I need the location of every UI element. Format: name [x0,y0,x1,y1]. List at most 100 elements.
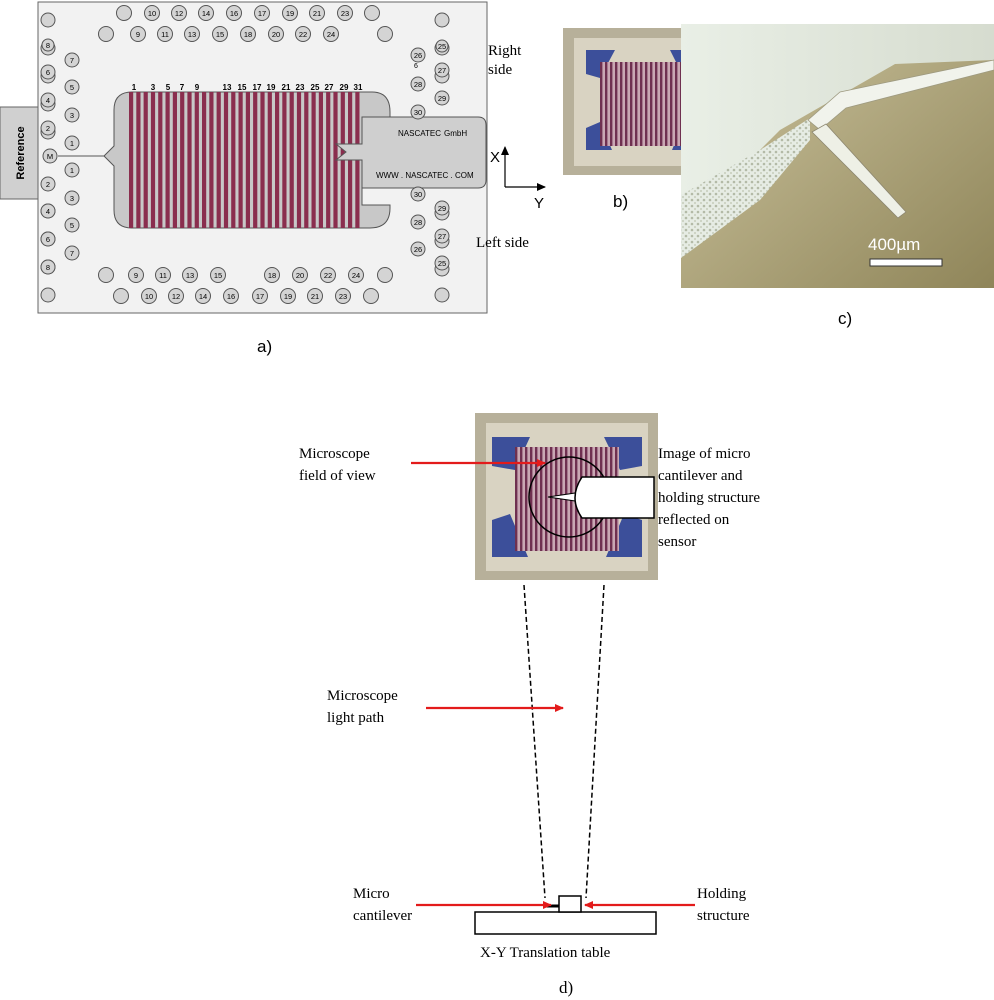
svg-text:12: 12 [175,9,183,18]
contact-pad [40,12,56,28]
svg-text:4: 4 [46,207,50,216]
svg-text:8: 8 [46,263,50,272]
svg-text:29: 29 [438,94,446,103]
sensor-finger [275,92,280,228]
svg-text:3: 3 [70,194,74,203]
sensor-finger [209,92,214,228]
contact-pad-numbered: 18 [264,267,280,283]
contact-pad-numbered: 7 [64,52,80,68]
reference-label: Reference [15,126,27,179]
contact-pad-numbered: 22 [320,267,336,283]
svg-text:11: 11 [161,30,169,39]
cantilever-label-line2: cantilever [353,908,412,924]
svg-text:28: 28 [414,80,422,89]
contact-pad-numbered: 25 [434,255,450,271]
contact-pad-numbered: 26 [410,241,426,257]
blue-pad-d-tr [604,437,642,470]
sensor-finger [311,92,316,228]
sensor-finger [267,92,272,228]
svg-text:16: 16 [230,9,238,18]
sensor-finger [245,92,250,228]
cantilever-holder [334,116,487,189]
micro-cantilever-c [811,123,907,219]
light-label-line1: Microscope [327,688,398,704]
svg-text:27: 27 [438,232,446,241]
contact-pad [116,5,132,21]
contact-pad-numbered: 29 [434,90,450,106]
svg-text:14: 14 [199,292,207,301]
svg-text:18: 18 [268,271,276,280]
panel-c-caption: c) [838,309,852,328]
panel-b-caption: b) [613,192,628,211]
svg-text:10: 10 [145,292,153,301]
finger-number: 9 [195,83,200,92]
svg-text:1: 1 [70,139,74,148]
contact-pad-numbered: 17 [254,5,270,21]
svg-text:23: 23 [339,292,347,301]
contact-pad-numbered: 26 [410,47,426,63]
reference-tab [0,106,39,200]
svg-text:29: 29 [438,204,446,213]
contact-pad-numbered: 4 [40,92,56,108]
contact-pad-numbered: 8 [40,259,56,275]
contact-pad-numbered: 16 [226,5,242,21]
finger-number: 17 [253,83,262,92]
brand-name: NASCATEC [398,129,441,138]
contact-pad-numbered: 5 [64,79,80,95]
contact-pad [363,288,379,304]
contact-pad-numbered: 13 [184,26,200,42]
sensor-finger [253,92,258,228]
reflect-label-line4: reflected on [658,512,730,528]
contact-pad-numbered: 14 [195,288,211,304]
svg-text:4: 4 [46,96,50,105]
contact-pad-numbered: 2 [40,176,56,192]
contact-pad-numbered: 24 [323,26,339,42]
svg-text:16: 16 [227,292,235,301]
finger-number: 7 [180,83,185,92]
sensor-finger [158,92,163,228]
blue-pad-d-tl [492,437,530,470]
svg-text:27: 27 [438,66,446,75]
svg-text:2: 2 [46,180,50,189]
contact-pad [434,287,450,303]
finger-number: 1 [132,83,137,92]
panel-d-caption: d) [559,978,573,997]
contact-pad-numbered: 18 [240,26,256,42]
scale-bar [869,258,943,267]
contact-pad-numbered: 21 [307,288,323,304]
svg-text:26: 26 [414,245,422,254]
svg-text:10: 10 [148,9,156,18]
svg-text:1: 1 [70,166,74,175]
contact-pad-numbered: 12 [171,5,187,21]
panel-d: Microscope field of view Image of micro … [299,413,760,997]
sensor-finger [143,92,148,228]
light-label-line2: light path [327,710,385,726]
contact-pad [98,26,114,42]
contact-pad-numbered: 5 [64,217,80,233]
contact-pad-numbered: 3 [64,107,80,123]
svg-text:6: 6 [46,68,50,77]
contact-pad-numbered: 9 [130,26,146,42]
holding-label-line2: structure [697,908,750,924]
svg-text:6: 6 [46,235,50,244]
contact-pad-numbered: 7 [64,245,80,261]
svg-text:25: 25 [438,259,446,268]
finger-number: 19 [267,83,276,92]
reflect-label-line2: cantilever and [658,468,743,484]
translation-table [474,911,657,935]
sensor-finger [318,92,323,228]
sensor-finger [260,92,265,228]
contact-pad-numbered: 1 [64,135,80,151]
reflect-label-line5: sensor [658,534,696,550]
svg-text:26: 26 [414,51,422,60]
contact-pad-numbered: 12 [168,288,184,304]
panel-a: Reference NASCATEC GmbH WWW . NASCATEC .… [0,1,546,356]
contact-pad-numbered: 4 [40,203,56,219]
contact-pad-numbered: 8 [41,38,55,52]
svg-text:13: 13 [186,271,194,280]
svg-text:19: 19 [286,9,294,18]
contact-pad-numbered: 30 [410,104,426,120]
